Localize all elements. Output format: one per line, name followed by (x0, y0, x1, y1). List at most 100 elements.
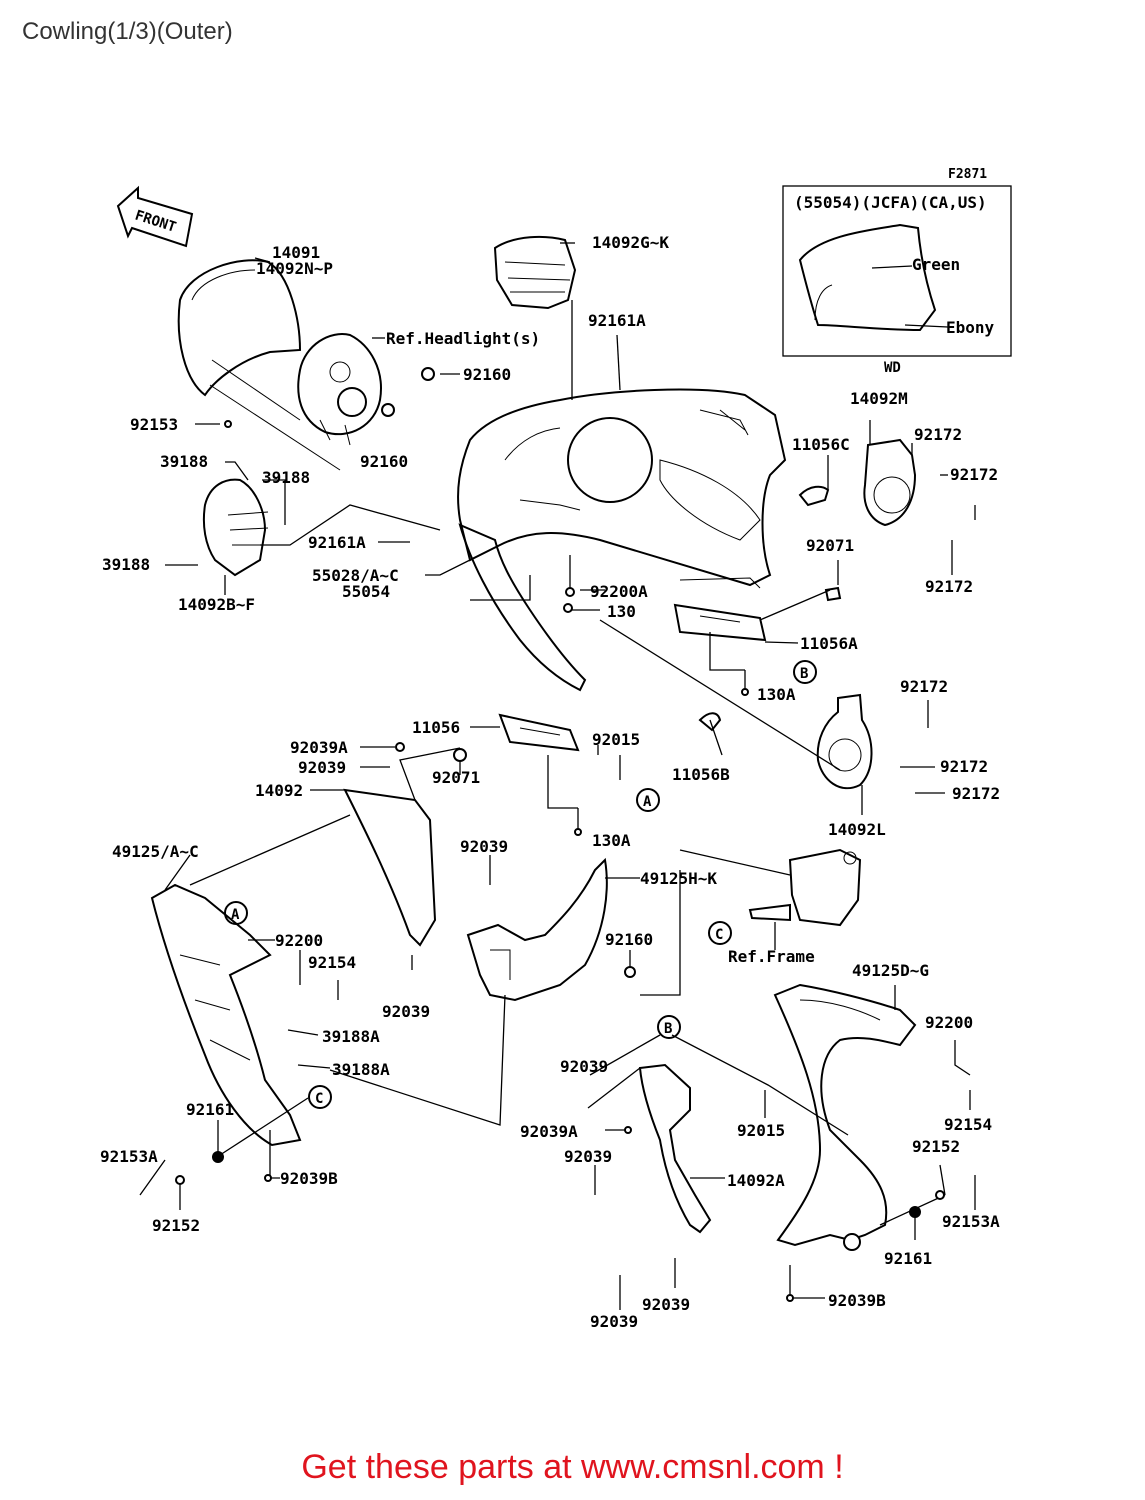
figure-code: F2871 (948, 167, 987, 182)
part-label: 55054 (342, 582, 390, 601)
part-label: 92200A (590, 582, 648, 601)
svg-text:A: A (643, 794, 652, 810)
part-label: 39188 (262, 468, 310, 487)
part-label: 92039 (560, 1057, 608, 1076)
part-label: 39188A (322, 1027, 380, 1046)
part-label: 39188A (332, 1060, 390, 1079)
part-label: 92071 (806, 536, 854, 555)
part-label: 92039 (642, 1295, 690, 1314)
ref-circle-A-top: A (224, 901, 248, 925)
bracket-11056A-part (673, 586, 842, 642)
part-label: 92161 (186, 1100, 234, 1119)
ref-circle-B-top: B (793, 660, 817, 684)
part-label: 14092A (727, 1171, 785, 1190)
svg-text:C: C (715, 927, 723, 943)
part-label: 92039 (590, 1312, 638, 1331)
leader-lines (139, 242, 976, 1310)
headlight-cover-part (177, 259, 341, 471)
part-label: 11056 (412, 718, 460, 737)
part-label: 92071 (432, 768, 480, 787)
bracket-11056-part (453, 713, 580, 762)
part-label: 14092N~P (256, 259, 333, 278)
frame-bracket-part (748, 848, 862, 927)
upper-duct-part (493, 235, 577, 310)
upper-cowl-part (457, 388, 787, 692)
part-label: 92200 (275, 931, 323, 950)
part-label: 49125D~G (852, 961, 929, 980)
part-label: 92039 (382, 1002, 430, 1021)
left-lower-cowl-part (150, 883, 302, 1147)
part-label: 92161 (884, 1249, 932, 1268)
front-arrow-icon: FRONT (116, 185, 194, 248)
part-label: 130 (607, 602, 636, 621)
part-label: 92153A (942, 1212, 1000, 1231)
right-lower-cowl-part (773, 983, 917, 1251)
part-label: 14092L (828, 820, 886, 839)
inset-caption: WD (884, 360, 901, 376)
inset-cowl-shape (798, 223, 937, 332)
part-label: 14091 (272, 243, 320, 262)
part-label: 39188 (160, 452, 208, 471)
part-label: 92172 (952, 784, 1000, 803)
part-label: 14092 (255, 781, 303, 800)
inset-color-green: Green (912, 255, 960, 274)
ref-circle-C-low: C (308, 1085, 332, 1109)
part-label: 92152 (912, 1137, 960, 1156)
svg-text:B: B (664, 1021, 672, 1037)
part-label: 49125/A~C (112, 842, 199, 861)
part-label: 92160 (463, 365, 511, 384)
part-label: 92039 (460, 837, 508, 856)
part-label: 92039B (828, 1291, 886, 1310)
part-label: 92153A (100, 1147, 158, 1166)
part-label: 14092B~F (178, 595, 255, 614)
part-label: 55028/A~C (312, 566, 399, 585)
part-label: 92015 (737, 1121, 785, 1140)
part-label: 92161A (308, 533, 366, 552)
part-label: 92039A (520, 1122, 578, 1141)
svg-text:C: C (315, 1091, 323, 1107)
headlight-unit-part (297, 333, 382, 446)
part-label: 92200 (925, 1013, 973, 1032)
part-label: 14092G~K (592, 233, 669, 252)
ref-circle-C-mid: C (708, 921, 732, 945)
svg-text:A: A (231, 907, 240, 923)
part-label: 11056B (672, 765, 730, 784)
fastener-markers (175, 367, 945, 1302)
inner-panel-14092A-part (638, 1063, 712, 1234)
part-label: 92153 (130, 415, 178, 434)
part-label: 11056C (792, 435, 850, 454)
left-duct-part (202, 478, 269, 577)
part-label: 92160 (605, 930, 653, 949)
part-label: 39188 (102, 555, 150, 574)
part-label: 130A (757, 685, 796, 704)
part-label: 92172 (925, 577, 973, 596)
part-labels: 14091 14092N~P 14092G~K 92161A Ref.Headl… (100, 233, 1000, 1331)
part-label: 92039 (564, 1147, 612, 1166)
part-label: 92172 (950, 465, 998, 484)
part-label: 92160 (360, 452, 408, 471)
part-label: Ref.Frame (728, 947, 815, 966)
page-title: Cowling(1/3)(Outer) (22, 18, 233, 45)
lower-center-cowl-part (466, 857, 608, 1002)
parts-diagram: FRONT F2871 (55054)(JCFA)(CA,US) Green E… (100, 167, 1012, 1331)
inset-variant-box: (55054)(JCFA)(CA,US) Green Ebony WD (782, 185, 1012, 376)
part-label: 92154 (944, 1115, 992, 1134)
inset-header: (55054)(JCFA)(CA,US) (794, 193, 987, 212)
part-label: 92039 (298, 758, 346, 777)
inner-panel-14092-part (343, 788, 437, 947)
svg-text:B: B (800, 666, 808, 682)
part-label: 92039B (280, 1169, 338, 1188)
inset-color-ebony: Ebony (946, 318, 995, 337)
part-label: Ref.Headlight(s) (386, 329, 540, 348)
part-label: 11056A (800, 634, 858, 653)
part-label: 92172 (900, 677, 948, 696)
promo-footer[interactable]: Get these parts at www.cmsnl.com ! (301, 1448, 844, 1486)
part-label: 130A (592, 831, 631, 850)
part-label: 92172 (940, 757, 988, 776)
part-label: 92172 (914, 425, 962, 444)
part-label: 14092M (850, 389, 908, 408)
bracket-14092L-part (698, 693, 873, 790)
part-label: 92039A (290, 738, 348, 757)
part-label: 92161A (588, 311, 646, 330)
part-label: 49125H~K (640, 869, 717, 888)
